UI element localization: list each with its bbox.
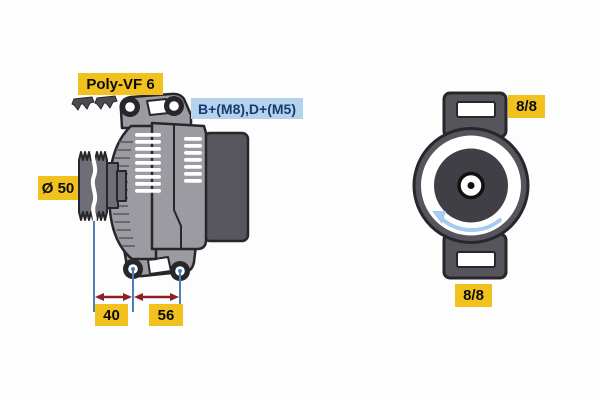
dimension-arrow-56	[134, 293, 179, 301]
vent-slats	[184, 137, 202, 183]
alternator-body	[107, 121, 250, 261]
ratio-label-top: 8/8	[508, 95, 545, 118]
belt-profile-icon	[94, 95, 118, 110]
shaft-center	[467, 182, 475, 189]
ratio-label-bottom: 8/8	[455, 284, 492, 307]
pulley	[78, 147, 127, 225]
pulley-hub	[116, 170, 127, 202]
pulley-diameter-label: Ø 50	[38, 176, 78, 200]
mounting-eye	[170, 261, 190, 281]
mounting-slot	[456, 251, 496, 268]
rotation-direction-arrow-icon	[432, 211, 502, 233]
side-view	[71, 92, 250, 312]
mounting-eye	[120, 97, 140, 117]
dimension-label-40: 40	[95, 304, 128, 326]
belt-profile-icons	[71, 95, 118, 111]
terminals-label: B+(M8),D+(M5)	[191, 98, 303, 119]
dimension-lines	[93, 221, 181, 312]
dimension-arrow-40	[95, 293, 132, 301]
rear-housing-block	[202, 131, 250, 243]
belt-type-label: Poly-VF 6	[78, 73, 163, 95]
mounting-slot	[456, 101, 496, 118]
front-view	[412, 91, 530, 280]
break-line	[90, 147, 98, 225]
mounting-eye	[164, 96, 184, 116]
belt-profile-icon	[71, 96, 95, 111]
dimension-label-56: 56	[149, 304, 183, 326]
housing-seam	[173, 125, 182, 248]
vent-slats	[135, 133, 161, 193]
top-mounting-bracket	[119, 92, 193, 130]
